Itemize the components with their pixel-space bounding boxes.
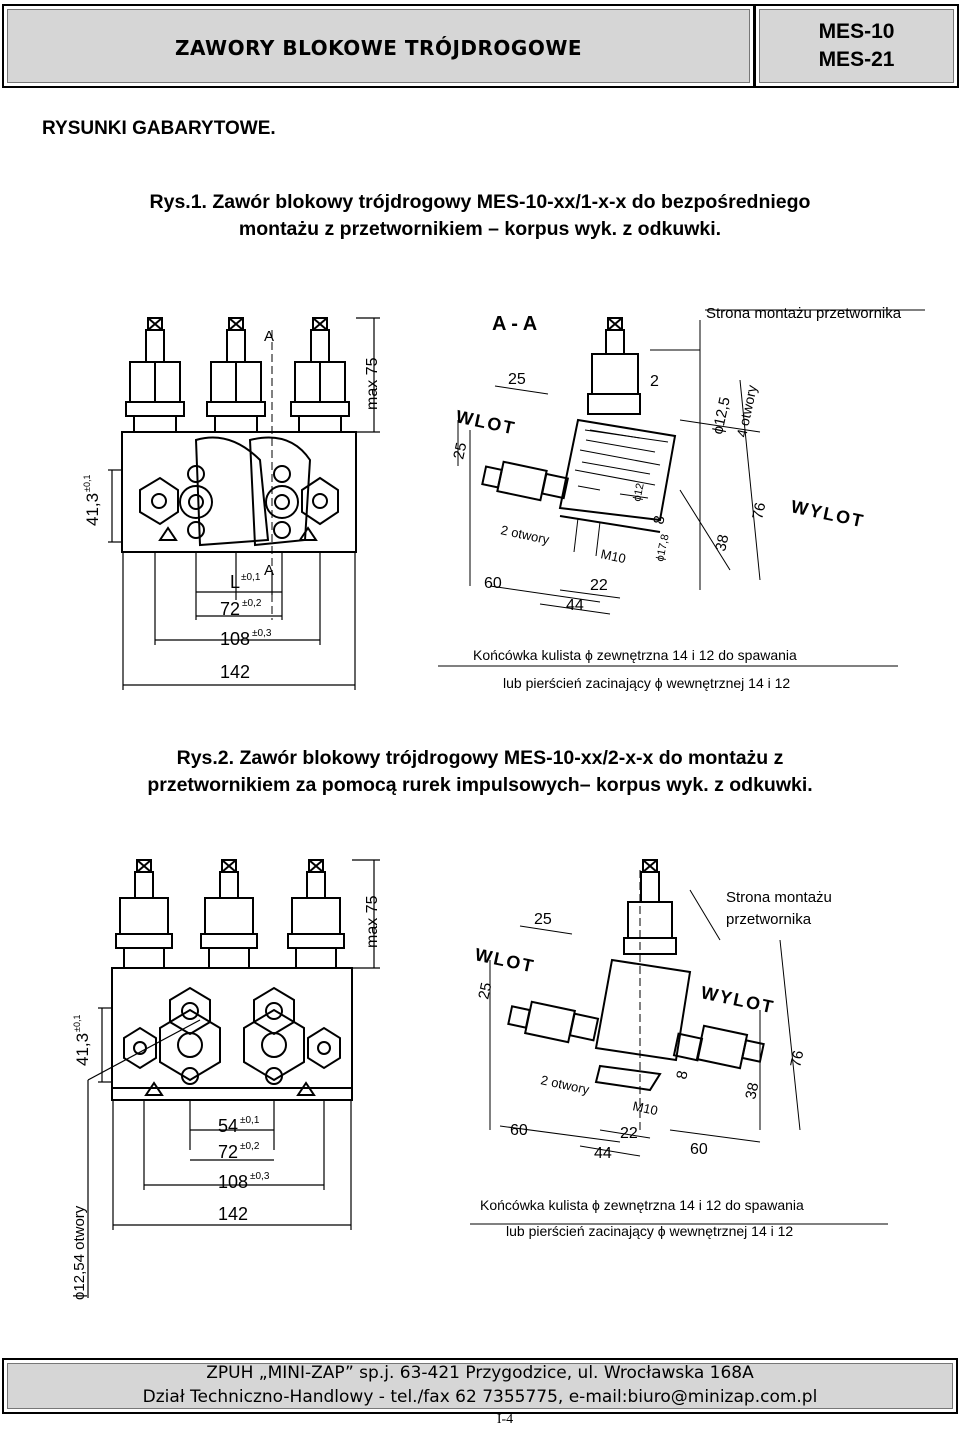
dim-L: L — [230, 572, 240, 592]
outlet-label-2: WYLOT — [699, 982, 777, 1017]
holes-label-2: 2 otwory — [539, 1072, 591, 1097]
dim-72: 72 — [220, 599, 240, 619]
figure2-caption-line1: Rys.2. Zawór blokowy trójdrogowy MES-10-… — [176, 747, 784, 769]
tip-note-1: Końcówka kulista ϕ zewnętrzna 14 i 12 do… — [473, 647, 797, 663]
valve-body — [121, 431, 357, 553]
dim-41-3: 41,3 — [83, 493, 102, 526]
outlet-label: WYLOT — [789, 496, 867, 531]
inlet-label-2: WLOT — [473, 944, 537, 976]
bores-side-label: ϕ12,54 otwory — [71, 1205, 88, 1300]
dim-41-3-tol: ±0,1 — [82, 475, 92, 492]
dim-72-2: 72 — [218, 1142, 238, 1162]
figure2-drawing: 54 ±0,1 72 ±0,2 108 ±0,3 142 41,3 ±0,1 m… — [71, 859, 888, 1300]
product-code-2: MES-21 — [818, 48, 895, 71]
dim-2: 2 — [650, 373, 659, 390]
page-number: I-4 — [496, 1412, 514, 1427]
holes-label: 2 otwory — [499, 522, 551, 547]
dim-41-3-2: 41,3 — [73, 1033, 92, 1066]
thread-label: M10 — [599, 546, 627, 566]
dim-108-tol: ±0,3 — [252, 628, 272, 639]
dim-22: 22 — [590, 577, 608, 594]
figure2-caption-line2: przetwornikiem za pomocą rurek impulsowy… — [147, 774, 813, 796]
valve-stem-middle — [206, 317, 266, 433]
thread-label-2: M10 — [631, 1098, 659, 1118]
dim-60-left-2: 60 — [510, 1122, 528, 1139]
dim-72-tol: ±0,2 — [242, 598, 262, 609]
dim-8-2: 8 — [673, 1069, 691, 1081]
dim-76-2: 76 — [787, 1049, 807, 1069]
section-mark-bottom: A — [264, 562, 274, 579]
product-code-1: MES-10 — [818, 20, 895, 43]
dim-60-right-2: 60 — [690, 1141, 708, 1158]
dim-108: 108 — [220, 629, 250, 649]
dim-22-2: 22 — [620, 1125, 638, 1142]
inlet-label: WLOT — [454, 406, 518, 438]
document-title: ZAWORY BLOKOWE TRÓJDROGOWE — [174, 36, 583, 60]
tip-note-2: lub pierścień zacinający ϕ wewnętrznej 1… — [503, 675, 790, 691]
dim-142-2: 142 — [218, 1204, 248, 1224]
dim-17-8: ϕ17,8 — [654, 533, 671, 562]
dim-L-tol: ±0,1 — [241, 572, 261, 583]
footer-address: ZPUH „MINI-ZAP” sp.j. 63-421 Przygodzice… — [206, 1363, 754, 1383]
header-code-box: MES-10 MES-21 — [754, 4, 959, 88]
dim-142: 142 — [220, 662, 250, 682]
figure1-caption-line1: Rys.1. Zawór blokowy trójdrogowy MES-10-… — [149, 191, 811, 213]
footer-box: ZPUH „MINI-ZAP” sp.j. 63-421 Przygodzice… — [2, 1358, 958, 1414]
footer-contact: Dział Techniczno-Handlowy - tel./fax 62 … — [142, 1387, 818, 1407]
valve-stem-right-2 — [287, 859, 345, 969]
dim-max75-2: max 75 — [364, 895, 381, 948]
dim-54-tol-2: ±0,1 — [240, 1115, 260, 1126]
valve-stem-left — [125, 317, 185, 433]
dim-54-2: 54 — [218, 1116, 238, 1136]
mount-side-label: Strona montażu przetwornika — [706, 305, 902, 322]
dim-108-2: 108 — [218, 1172, 248, 1192]
valve-body-2 — [111, 967, 353, 1101]
dim-max75: max 75 — [364, 357, 381, 410]
section-mark-top: A — [264, 328, 274, 345]
mount-side-label-2a: Strona montażu — [726, 889, 832, 906]
dim-25-side: 25 — [450, 441, 470, 461]
figure1-caption-line2: montażu z przetwornikiem – korpus wyk. z… — [238, 218, 722, 240]
valve-stem-middle-2 — [200, 859, 258, 969]
dim-12-5: ϕ12,5 — [709, 396, 733, 436]
valve-stem-left-2 — [115, 859, 173, 969]
dim-25-side-2: 25 — [475, 981, 495, 1001]
dim-60: 60 — [484, 575, 502, 592]
bores-label: 4 otwory — [733, 384, 760, 439]
dim-25-top-2: 25 — [534, 911, 552, 928]
section-title: RYSUNKI GABARYTOWE. — [42, 118, 276, 139]
dim-25-top: 25 — [508, 371, 526, 388]
header-title-box: ZAWORY BLOKOWE TRÓJDROGOWE — [2, 4, 755, 88]
valve-stem-right — [290, 317, 350, 433]
tip-note-1-2: Końcówka kulista ϕ zewnętrzna 14 i 12 do… — [480, 1197, 804, 1213]
dim-72-tol-2: ±0,2 — [240, 1141, 260, 1152]
mount-side-label-2b: przetwornika — [726, 911, 812, 928]
dim-8: 8 — [650, 514, 668, 526]
dim-44: 44 — [566, 597, 584, 614]
dim-38: 38 — [712, 533, 732, 553]
dim-108-tol-2: ±0,3 — [250, 1171, 270, 1182]
dim-41-3-tol-2: ±0,1 — [72, 1015, 82, 1032]
section-label: A - A — [492, 313, 537, 335]
figure1-drawing: L ±0,1 A A 72 ±0,2 108 ±0,3 142 41,3 ±0,… — [82, 305, 925, 691]
dim-38-2: 38 — [742, 1081, 762, 1101]
dim-12: ϕ12 — [631, 482, 647, 502]
tip-note-2-2: lub pierścień zacinający ϕ wewnętrznej 1… — [506, 1223, 793, 1239]
dim-76: 76 — [749, 501, 769, 521]
dim-44-2: 44 — [594, 1145, 612, 1162]
